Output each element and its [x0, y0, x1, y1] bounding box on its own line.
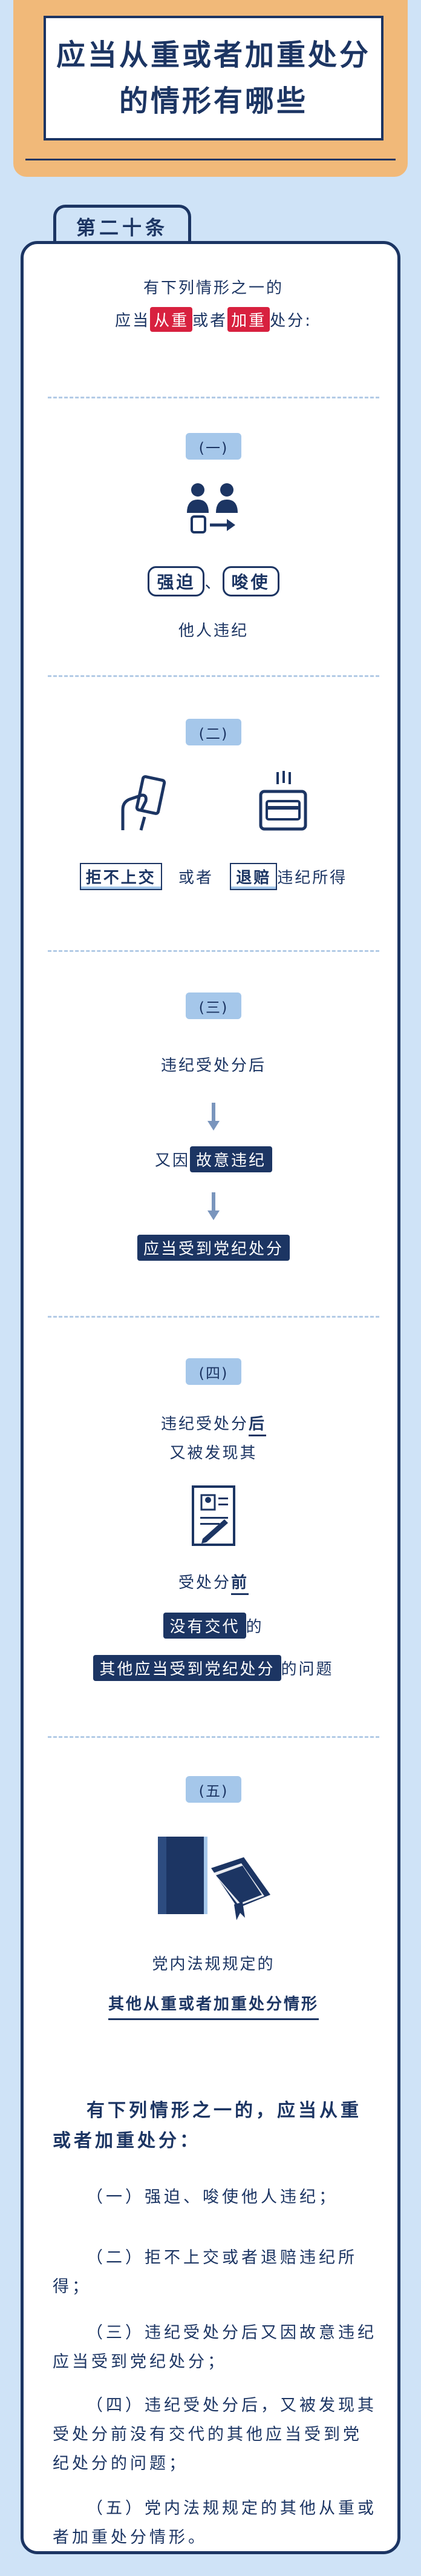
section-4-l5-post: 的问题 — [281, 1660, 334, 1679]
divider — [48, 1736, 379, 1738]
tag-intentional: 故意违纪 — [190, 1146, 273, 1172]
section-4-line-1: 违纪受处分后 — [24, 1412, 403, 1436]
section-1-caption: 他人违纪 — [178, 622, 249, 640]
section-4-line-5: 其他应当受到党纪处分的问题 — [24, 1655, 403, 1681]
section-5-line-1: 党内法规规定的 — [152, 1955, 275, 1973]
document-pen-icon — [192, 1485, 235, 1546]
header-banner: 应当从重或者加重处分 的情形有哪些 — [13, 0, 408, 177]
divider — [48, 675, 379, 677]
summary-heading: 有下列情形之一的，应当从重或者加重处分： — [53, 2100, 362, 2152]
summary-item-2: （二）拒不上交或者退赔违纪所得； — [53, 2248, 357, 2296]
tag-other-punishable: 其他应当受到党纪处分 — [93, 1655, 281, 1681]
article-tab: 第二十条 — [53, 205, 191, 245]
people-coercion-icon — [187, 483, 238, 533]
card-reader-icon — [259, 771, 307, 831]
section-4-line-4: 没有交代的 — [24, 1613, 403, 1639]
summary-item-1: （一）强迫、唆使他人违纪； — [86, 2188, 338, 2207]
intro-mid: 或者 — [192, 312, 228, 330]
section-2-post: 违纪所得 — [277, 869, 348, 887]
down-arrow-icon — [207, 1192, 220, 1220]
title-line-2: 的情形有哪些 — [119, 84, 308, 118]
section-4-l3-em: 前 — [231, 1574, 249, 1595]
hand-card-icon — [121, 775, 166, 831]
section-3-line-3: 应当受到党纪处分 — [24, 1235, 403, 1261]
regulation-books-icon — [158, 1837, 270, 1920]
tag-not-confessed: 没有交代 — [163, 1613, 246, 1639]
tag-coerce: 强迫 — [148, 566, 205, 596]
divider — [48, 950, 379, 952]
summary-item-5: （五）党内法规规定的其他从重或者加重处分情形。 — [53, 2499, 377, 2547]
tag-separator: 、 — [204, 574, 223, 592]
section-5-line-2: 其他从重或者加重处分情形 — [24, 1992, 403, 2020]
section-4-l1-em: 后 — [249, 1415, 267, 1436]
section-4-l4-post: 的 — [246, 1618, 264, 1636]
tag-heavier: 从重 — [150, 307, 193, 332]
section-4-label: (四) — [186, 1358, 241, 1385]
tag-refuse-surrender: 拒不上交 — [79, 863, 162, 890]
section-3-pre: 又因 — [154, 1152, 190, 1170]
down-arrow-icon — [207, 1103, 220, 1131]
section-1-label: (一) — [186, 433, 241, 460]
summary-item-3: （三）违纪受处分后又因故意违纪应当受到党纪处分； — [53, 2323, 377, 2371]
content-card: 有下列情形之一的 应当从重或者加重处分: (一) 强迫、唆使 他人违纪 (二) … — [21, 241, 400, 2554]
intro-line-2: 应当从重或者加重处分: — [24, 307, 403, 332]
section-4-l1-pre: 违纪受处分 — [160, 1415, 249, 1433]
tag-aggravated: 加重 — [227, 307, 270, 332]
section-5-emphasis: 其他从重或者加重处分情形 — [108, 1995, 319, 2020]
section-2-or: 或者 — [178, 869, 214, 887]
section-2-line: 拒不上交 或者 退赔违纪所得 — [24, 863, 403, 890]
section-4-l3-pre: 受处分 — [178, 1574, 231, 1592]
section-3-line-1: 违纪受处分后 — [160, 1057, 266, 1075]
intro-pre: 应当 — [115, 312, 151, 330]
tag-should-punish: 应当受到党纪处分 — [137, 1235, 290, 1261]
section-2-label: (二) — [186, 719, 241, 745]
section-3-line-2: 又因故意违纪 — [24, 1146, 403, 1172]
section-4-line-2: 又被发现其 — [169, 1444, 258, 1462]
summary-item-4: （四）违纪受处分后，又被发现其受处分前没有交代的其他应当受到党纪处分的问题； — [53, 2396, 377, 2473]
title-line-1: 应当从重或者加重处分 — [56, 38, 371, 72]
section-5-label: (五) — [186, 1776, 241, 1803]
divider — [48, 1316, 379, 1318]
tag-refund: 退赔 — [230, 863, 278, 890]
title-box: 应当从重或者加重处分 的情形有哪些 — [44, 16, 383, 140]
section-4-line-3: 受处分前 — [24, 1570, 403, 1595]
intro-line-1: 有下列情形之一的 — [143, 279, 284, 297]
intro-post: 处分: — [270, 312, 312, 330]
tag-instigate: 唆使 — [222, 566, 279, 596]
section-1-tags: 强迫、唆使 — [24, 566, 403, 596]
header-divider — [25, 159, 396, 160]
section-3-label: (三) — [186, 992, 241, 1019]
divider — [48, 397, 379, 398]
